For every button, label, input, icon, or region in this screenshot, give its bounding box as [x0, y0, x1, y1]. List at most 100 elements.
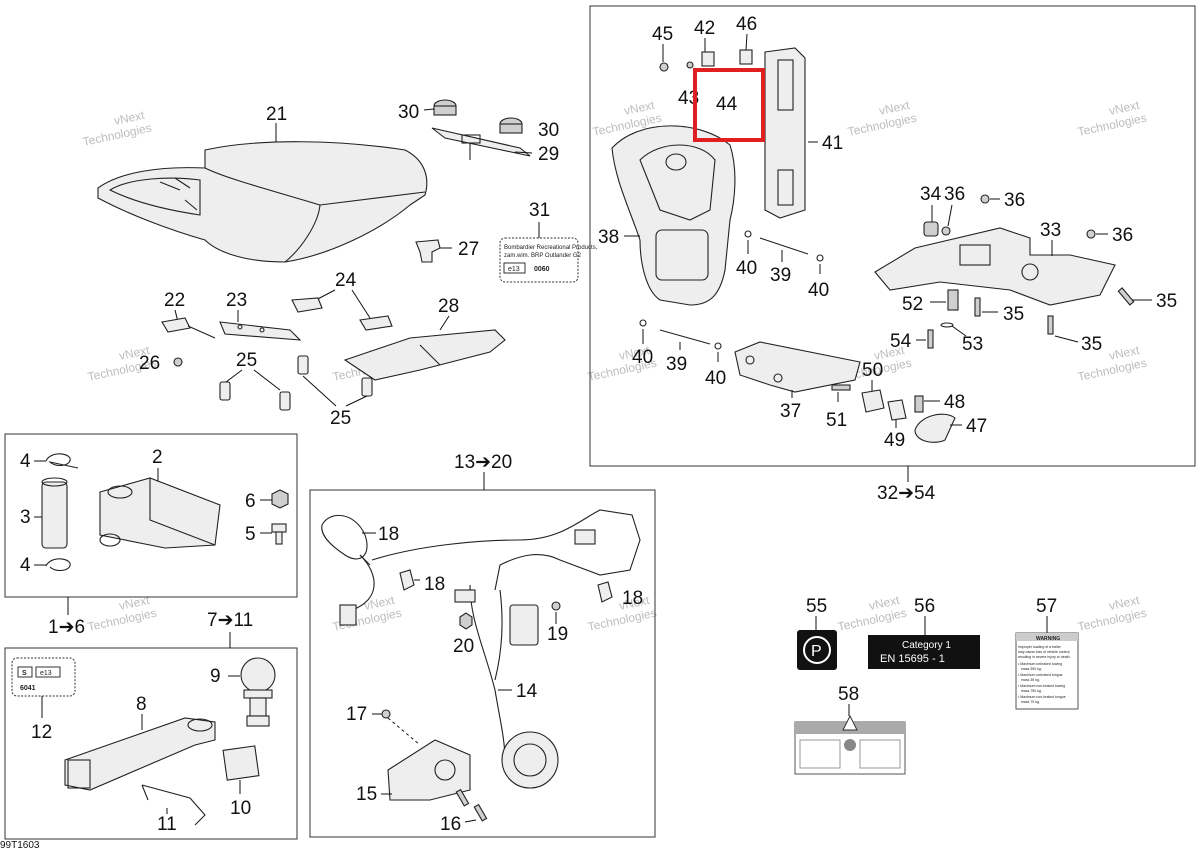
- mount-bracket-part[interactable]: [734, 341, 861, 393]
- callout-25a: 25: [236, 350, 257, 371]
- strap-part[interactable]: [161, 317, 216, 339]
- callout-35b: 35: [1003, 304, 1024, 325]
- screw-part[interactable]: [473, 803, 488, 822]
- label57-b3b: mass 750 kg.: [1021, 689, 1042, 693]
- bolt-part[interactable]: [271, 523, 287, 545]
- label56-std: EN 15695 - 1: [880, 653, 945, 665]
- callout-9: 9: [210, 666, 221, 687]
- nut-part[interactable]: [271, 489, 289, 509]
- nut-part[interactable]: [433, 99, 457, 116]
- group-box-7-11: [4, 647, 298, 840]
- screw-part[interactable]: [659, 62, 669, 72]
- hitch-bracket-part[interactable]: [99, 477, 221, 549]
- callout-leader: [351, 289, 371, 319]
- pin-tube-part[interactable]: [41, 477, 68, 549]
- callout-52: 52: [902, 294, 923, 315]
- bolt-part[interactable]: [974, 297, 981, 317]
- group-box-1-6: [4, 433, 298, 598]
- callout-34: 34: [920, 184, 942, 205]
- callout-16: 16: [440, 814, 461, 835]
- spacer-part[interactable]: [219, 381, 231, 401]
- spacer-part[interactable]: [297, 355, 309, 375]
- callout-57: 57: [1036, 596, 1057, 617]
- rail-part[interactable]: [219, 321, 302, 341]
- callout-19: 19: [547, 624, 568, 645]
- bracket-part[interactable]: [359, 315, 393, 331]
- support-frame-part[interactable]: [874, 227, 1116, 306]
- callout-10: 10: [230, 798, 251, 819]
- washer-part[interactable]: [940, 322, 954, 328]
- callout-48: 48: [944, 392, 965, 413]
- callout-1-6: 1➔6: [48, 617, 85, 638]
- sticker-part[interactable]: [222, 745, 260, 781]
- clip-part[interactable]: [399, 569, 415, 591]
- clip-part[interactable]: [597, 581, 613, 603]
- backrest-part[interactable]: [611, 125, 736, 306]
- spacer-part[interactable]: [279, 391, 291, 411]
- clip-pin-part[interactable]: [45, 453, 79, 469]
- washer-part[interactable]: [744, 230, 752, 238]
- watermark-line1: vNext: [1108, 593, 1142, 613]
- clip-nut-part[interactable]: [861, 389, 885, 413]
- callout-11: 11: [157, 814, 177, 835]
- washer-part[interactable]: [686, 61, 694, 69]
- rod-part[interactable]: [759, 237, 809, 255]
- callout-53: 53: [962, 334, 983, 355]
- socket-plate-part[interactable]: [387, 739, 471, 801]
- label31-num: 0060: [534, 266, 550, 273]
- callout-36b: 36: [1004, 190, 1025, 211]
- bolt-part[interactable]: [551, 601, 561, 611]
- label31-line1: Bombardier Recreational Products,: [504, 245, 598, 251]
- callout-leader: [464, 819, 477, 823]
- bolt-part[interactable]: [927, 329, 934, 349]
- callout-25b: 25: [330, 408, 351, 429]
- clip-pin-part[interactable]: [45, 558, 71, 572]
- bolt-part[interactable]: [1047, 315, 1054, 335]
- washer-part[interactable]: [816, 254, 824, 262]
- bolt-part[interactable]: [831, 384, 851, 391]
- bolt-part[interactable]: [947, 289, 959, 311]
- wiring-harness-part[interactable]: [339, 509, 641, 761]
- mirror-bracket-part[interactable]: [321, 514, 371, 566]
- screw-part[interactable]: [455, 788, 470, 807]
- nut-part[interactable]: [980, 194, 990, 204]
- seat-part[interactable]: [97, 141, 428, 263]
- bracket-part[interactable]: [431, 127, 531, 160]
- fastener-part[interactable]: [173, 357, 183, 367]
- bracket-part[interactable]: [291, 297, 323, 313]
- washer-part[interactable]: [381, 709, 391, 719]
- hitch-ball-part[interactable]: [240, 657, 276, 727]
- pin-part[interactable]: [914, 395, 924, 413]
- group-box-13-20: [309, 489, 656, 838]
- callout-38: 38: [598, 227, 619, 248]
- trailer-socket-part[interactable]: [501, 731, 559, 789]
- callout-17: 17: [346, 704, 367, 725]
- callout-40a: 40: [736, 258, 757, 279]
- clip-part[interactable]: [415, 239, 441, 263]
- shield-part[interactable]: [343, 329, 506, 381]
- rod-part[interactable]: [659, 329, 711, 345]
- callout-18b: 18: [424, 574, 445, 595]
- clip-part[interactable]: [739, 49, 753, 65]
- label12-code: e13: [40, 670, 52, 677]
- nut-part[interactable]: [1086, 229, 1096, 239]
- callout-50: 50: [862, 360, 883, 381]
- highlight-box-44[interactable]: [693, 68, 765, 142]
- nut-part[interactable]: [499, 117, 523, 134]
- nut-part[interactable]: [941, 226, 951, 236]
- bumper-part[interactable]: [923, 221, 939, 237]
- nut-part[interactable]: [459, 612, 473, 630]
- washer-part[interactable]: [714, 342, 722, 350]
- spacer-part[interactable]: [361, 377, 373, 397]
- hitch-pin-part[interactable]: [141, 784, 206, 826]
- backrest-bracket-part[interactable]: [764, 47, 806, 219]
- label57-b2: • Maximum unbraked tongue: [1018, 673, 1063, 677]
- latch-part[interactable]: [914, 413, 956, 443]
- bolt-part[interactable]: [1117, 287, 1135, 306]
- washer-part[interactable]: [639, 319, 647, 327]
- warning-label-57: WARNING Improper loading of a trailer ma…: [1015, 632, 1079, 710]
- receiver-tube-part[interactable]: [64, 717, 216, 791]
- label55-glyph: P: [811, 643, 822, 660]
- retainer-part[interactable]: [887, 399, 907, 421]
- clip-part[interactable]: [701, 51, 715, 67]
